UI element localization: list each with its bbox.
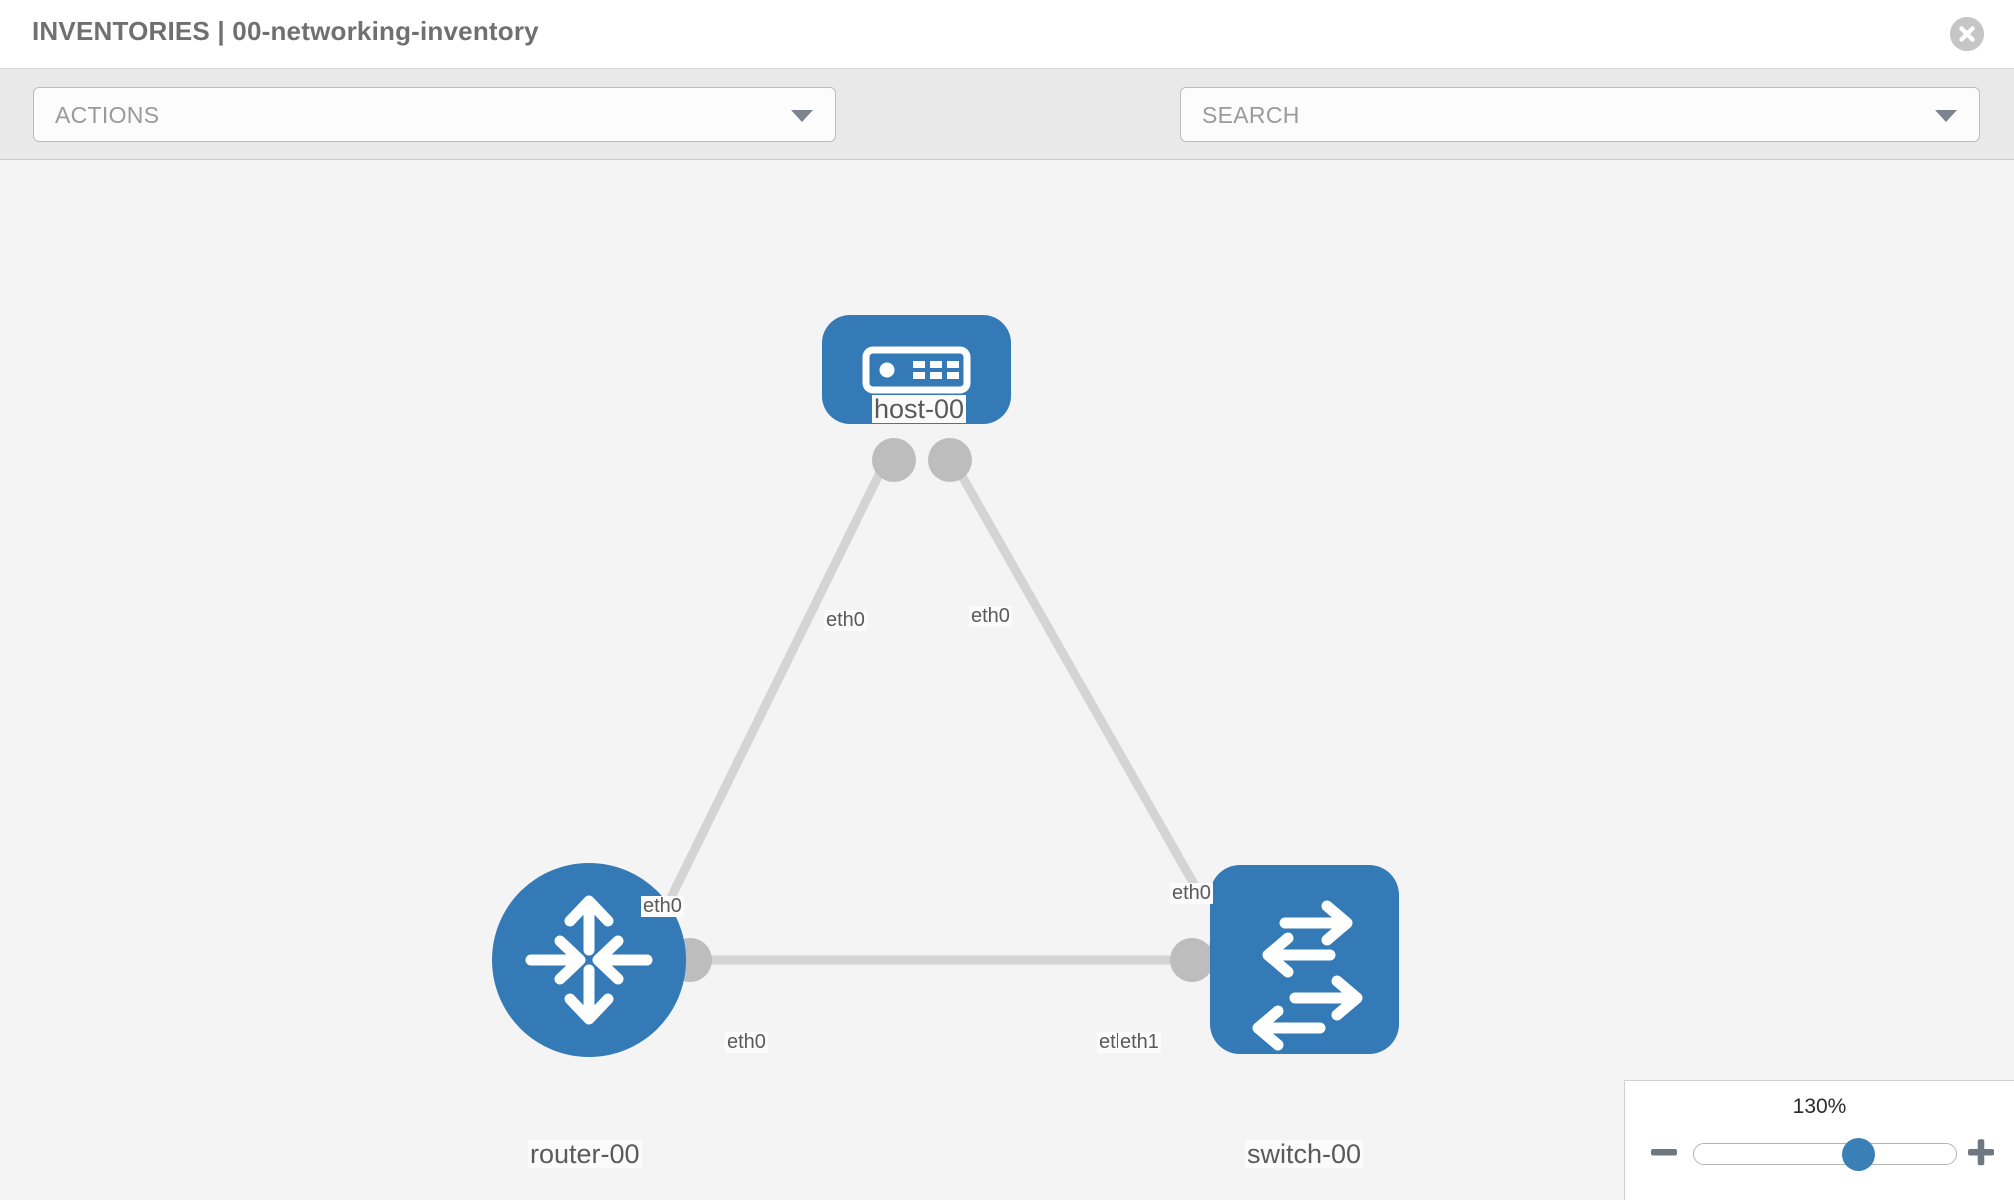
iface-label-router-to-host: eth0 <box>641 895 684 917</box>
handle-switch-left <box>1170 938 1214 982</box>
handle-host-right <box>928 438 972 482</box>
close-icon[interactable] <box>1950 17 1984 51</box>
search-placeholder: SEARCH <box>1202 102 1300 128</box>
page-header: INVENTORIES | 00-networking-inventory <box>0 0 2014 69</box>
router-arrows-icon <box>525 895 653 1025</box>
actions-dropdown-label: ACTIONS <box>55 102 160 128</box>
chevron-down-icon <box>791 109 813 122</box>
switch-arrows-icon <box>1252 900 1363 1051</box>
toolbar: ACTIONS SEARCH <box>0 69 2014 200</box>
zoom-slider-thumb[interactable] <box>1841 1138 1875 1171</box>
node-label-router-00: router-00 <box>528 1139 642 1169</box>
node-label-switch-00: switch-00 <box>1245 1139 1364 1169</box>
server-device-icon <box>862 346 971 394</box>
actions-dropdown[interactable]: ACTIONS <box>33 87 836 142</box>
zoom-control: 130% <box>1624 1080 2014 1200</box>
iface-label-router-to-switch: eth0 <box>725 1031 768 1053</box>
iface-label-host-to-router: eth0 <box>824 609 867 631</box>
iface-label-host-to-switch: eth0 <box>969 605 1012 627</box>
minus-icon[interactable] <box>1647 1135 1681 1169</box>
zoom-slider-track[interactable] <box>1693 1138 1957 1171</box>
edge-host-switch <box>942 445 1207 903</box>
search-input[interactable]: SEARCH <box>1180 87 1980 142</box>
zoom-percent-label: 130% <box>1792 1095 1847 1118</box>
topology-edges <box>655 445 1207 965</box>
page-title: INVENTORIES | 00-networking-inventory <box>32 16 539 46</box>
topology-graph <box>492 315 1399 1057</box>
topology-handles <box>668 438 1253 982</box>
iface-label-switch-to-host: eth0 <box>1170 882 1213 904</box>
plus-icon[interactable] <box>1964 1135 1998 1169</box>
topology-canvas[interactable]: host-00 router-00 switch-00 eth0 eth0 et… <box>0 160 2014 1200</box>
node-label-host-00: host-00 <box>872 394 967 424</box>
node-switch-00 <box>1210 865 1399 1054</box>
node-router-00 <box>492 863 686 1057</box>
chevron-down-icon <box>1935 109 1957 122</box>
handle-host-left <box>872 438 916 482</box>
iface-label-switch-to-router: eth1 <box>1118 1031 1161 1053</box>
edge-host-router <box>655 446 897 922</box>
zoom-slider-row <box>1625 1133 2014 1173</box>
